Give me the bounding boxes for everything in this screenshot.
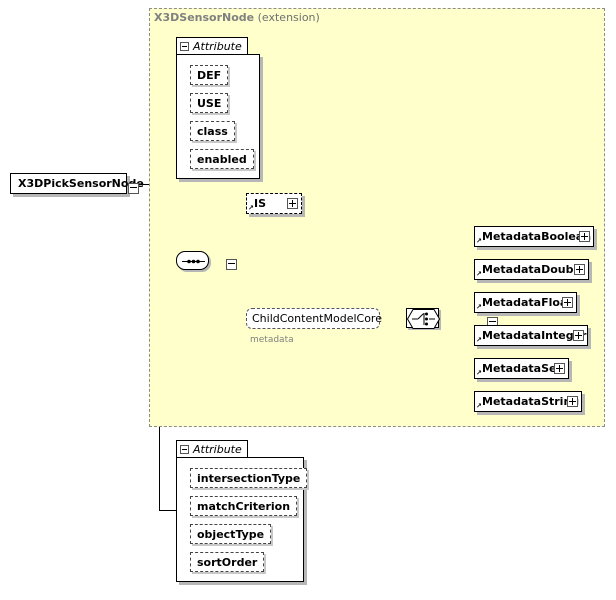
element-is[interactable]: ↗ IS — [246, 193, 302, 214]
attribute-group-label: Attribute — [193, 443, 242, 456]
attribute-sort-order[interactable]: sortOrder — [190, 552, 265, 572]
element-label: MetadataString — [482, 395, 580, 408]
extension-title: X3DSensorNode (extension) — [154, 11, 320, 24]
reference-arrow-icon: ↗ — [476, 336, 482, 344]
root-element-label: X3DPickSensorNode — [18, 177, 144, 190]
collapse-icon[interactable] — [180, 42, 189, 51]
attribute-match-criterion[interactable]: matchCriterion — [190, 496, 298, 516]
expand-icon[interactable] — [567, 396, 578, 407]
attribute-group-local: intersectionType matchCriterion objectTy… — [176, 457, 308, 582]
attribute-use[interactable]: USE — [190, 93, 229, 113]
element-metadata-string[interactable]: ↗ MetadataString — [474, 391, 582, 412]
expand-icon[interactable] — [562, 297, 573, 308]
reference-arrow-icon: ↗ — [476, 369, 482, 377]
extension-qualifier: (extension) — [257, 11, 320, 24]
reference-arrow-icon: ↗ — [476, 270, 482, 278]
reference-arrow-icon: ↗ — [476, 303, 482, 311]
element-metadata-set[interactable]: ↗ MetadataSet — [474, 358, 569, 379]
attribute-group-label: Attribute — [193, 40, 242, 53]
choice-compositor[interactable] — [406, 308, 440, 329]
element-metadata-float[interactable]: ↗ MetadataFloat — [474, 292, 577, 313]
attribute-intersection-type[interactable]: intersectionType — [190, 468, 308, 488]
reference-arrow-icon: ↗ — [476, 402, 482, 410]
group-label: ChildContentModelCore — [252, 312, 382, 325]
reference-arrow-icon: ↗ — [476, 237, 482, 245]
expand-icon[interactable] — [554, 363, 565, 374]
expand-icon[interactable] — [574, 264, 585, 275]
attribute-group-inherited: DEF USE class enabled — [176, 54, 260, 179]
expand-icon[interactable] — [573, 330, 584, 341]
attribute-group-tab[interactable]: Attribute — [176, 37, 248, 55]
collapse-icon[interactable] — [180, 445, 189, 454]
element-label: MetadataSet — [482, 362, 562, 375]
expand-icon[interactable] — [287, 198, 298, 209]
element-label: MetadataDouble — [482, 263, 585, 276]
element-metadata-double[interactable]: ↗ MetadataDouble — [474, 259, 589, 280]
sequence-compositor[interactable] — [176, 251, 209, 270]
group-child-content-model-core[interactable]: ChildContentModelCore — [246, 308, 382, 329]
element-is-label: IS — [254, 197, 267, 210]
attribute-def[interactable]: DEF — [190, 65, 229, 85]
attribute-class[interactable]: class — [190, 121, 235, 141]
element-metadata-integer[interactable]: ↗ MetadataInteger — [474, 325, 588, 346]
element-label: MetadataInteger — [482, 329, 587, 342]
element-metadata-boolean[interactable]: ↗ MetadataBoolean — [474, 226, 594, 247]
group-sublabel: metadata — [250, 335, 294, 345]
choice-icon — [407, 309, 440, 329]
sequence-collapse-icon[interactable] — [226, 259, 238, 270]
attribute-group-tab-local[interactable]: Attribute — [176, 440, 248, 458]
attribute-enabled[interactable]: enabled — [190, 149, 254, 169]
expand-icon[interactable] — [579, 231, 590, 242]
element-label: MetadataFloat — [482, 296, 573, 309]
element-label: MetadataBoolean — [482, 230, 592, 243]
sequence-icon — [182, 259, 205, 264]
root-element[interactable]: X3DPickSensorNode — [10, 173, 144, 194]
attribute-object-type[interactable]: objectType — [190, 524, 272, 544]
extension-type-name: X3DSensorNode — [154, 11, 255, 24]
root-collapse-icon[interactable] — [128, 183, 139, 194]
reference-arrow-icon: ↗ — [248, 204, 254, 212]
